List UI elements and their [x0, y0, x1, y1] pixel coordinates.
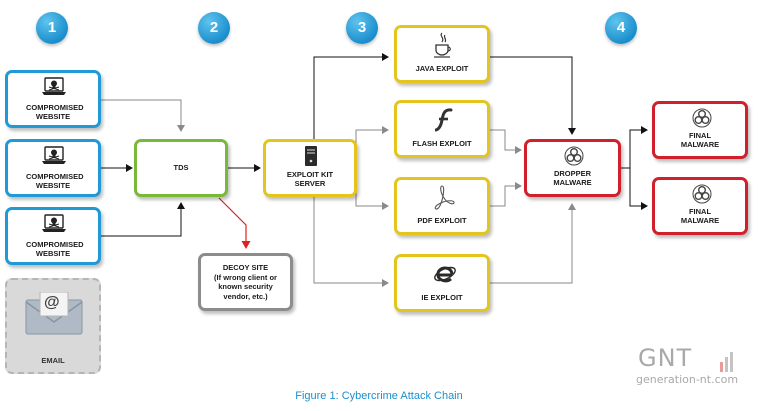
laptop-skull-icon: [42, 214, 66, 232]
email-node: @ EMAIL: [5, 278, 101, 374]
compromised-website-node: COMPROMISED WEBSITE: [5, 70, 101, 128]
final-malware-label: FINAL MALWARE: [680, 207, 720, 225]
arrow-dropper-final2: [629, 168, 648, 210]
tds-node: TDS: [134, 139, 228, 197]
ie-icon: [434, 266, 456, 283]
email-label: EMAIL: [41, 356, 65, 365]
final-malware-node: FINAL MALWARE: [652, 101, 748, 159]
step-1-badge: 1: [36, 12, 68, 44]
arrow-flash-dropper: [490, 129, 522, 154]
pdf-icon: [434, 185, 455, 210]
java-exploit-node: JAVA EXPLOIT: [394, 25, 490, 83]
tds-label: TDS: [173, 163, 189, 172]
java-exploit-label: JAVA EXPLOIT: [415, 64, 469, 73]
arrow-ek-ie: [313, 196, 389, 287]
arrow-pdf-dropper: [490, 182, 522, 207]
ie-exploit-node: IE EXPLOIT: [394, 254, 490, 312]
flash-exploit-node: FLASH EXPLOIT: [394, 100, 490, 158]
final-malware-label: FINAL MALWARE: [680, 131, 720, 149]
arrow-ie-dropper: [490, 203, 576, 284]
exploit-kit-label: EXPLOIT KIT SERVER: [286, 170, 334, 188]
website-label: COMPROMISED WEBSITE: [26, 240, 84, 258]
flash-icon: [435, 108, 453, 132]
step-4-badge: 4: [605, 12, 637, 44]
at-glyph: @: [44, 294, 60, 311]
dropper-malware-node: DROPPER MALWARE: [524, 139, 621, 197]
watermark-url: generation-nt.com: [636, 373, 739, 386]
pdf-exploit-node: PDF EXPLOIT: [394, 177, 490, 235]
compromised-website-node: COMPROMISED WEBSITE: [5, 139, 101, 197]
server-icon: [305, 146, 317, 166]
decoy-site-node: DECOY SITE (If wrong client or known sec…: [198, 253, 293, 311]
envelope-icon: [25, 292, 83, 335]
decoy-label: DECOY SITE (If wrong client or known sec…: [214, 263, 277, 301]
laptop-skull-icon: [42, 77, 66, 95]
arrow-ek-java: [313, 53, 389, 140]
arrow-ek-pdf: [355, 168, 389, 210]
step-3-badge: 3: [346, 12, 378, 44]
biohazard-icon: [692, 108, 712, 128]
ie-exploit-label: IE EXPLOIT: [421, 293, 463, 302]
arrow-dropper-final1: [621, 126, 648, 169]
flash-exploit-label: FLASH EXPLOIT: [412, 139, 472, 148]
dropper-label: DROPPER MALWARE: [553, 169, 592, 187]
watermark-logo: GNT: [638, 344, 693, 372]
figure-caption: Figure 1: Cybercrime Attack Chain: [295, 390, 463, 402]
step-2-badge: 2: [198, 12, 230, 44]
pdf-exploit-label: PDF EXPLOIT: [417, 216, 467, 225]
watermark-bars-icon: [720, 352, 736, 372]
compromised-website-node: COMPROMISED WEBSITE: [5, 207, 101, 265]
laptop-skull-icon: [42, 146, 66, 164]
arrow-website3-tds: [100, 202, 185, 237]
arrow-java-dropper: [490, 56, 576, 135]
biohazard-icon: [564, 146, 584, 166]
java-cup-icon: [434, 32, 451, 58]
arrow-tds-decoy: [218, 197, 251, 249]
arrow-website1-tds: [100, 99, 185, 132]
website-label: COMPROMISED WEBSITE: [26, 103, 84, 121]
website-label: COMPROMISED WEBSITE: [26, 172, 84, 190]
biohazard-icon: [692, 184, 712, 204]
exploit-kit-server-node: EXPLOIT KIT SERVER: [263, 139, 357, 197]
final-malware-node: FINAL MALWARE: [652, 177, 748, 235]
